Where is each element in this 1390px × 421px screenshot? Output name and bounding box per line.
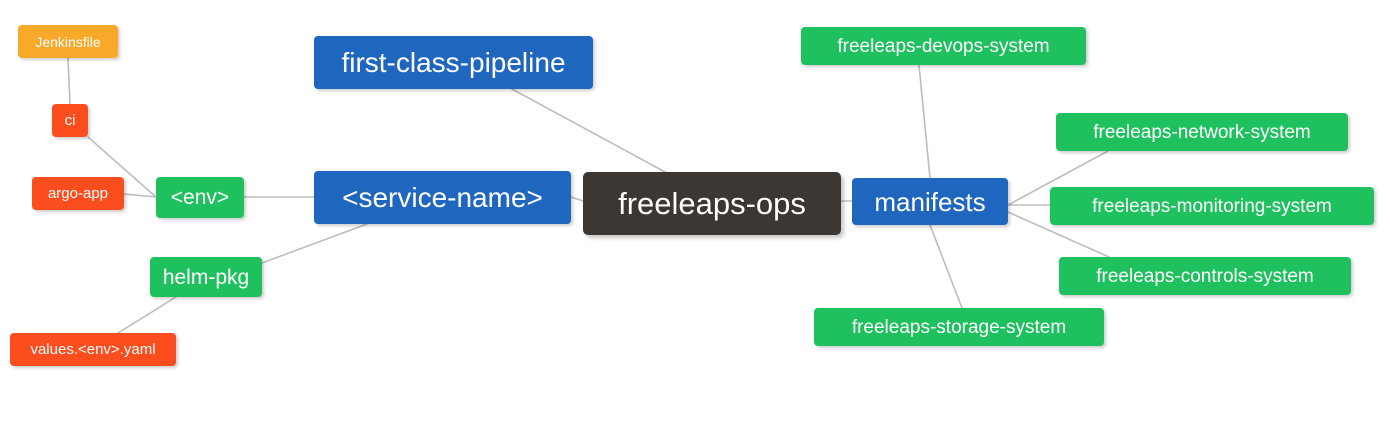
node-freeleaps-ops[interactable]: freeleaps-ops — [583, 172, 841, 235]
node-freeleaps-devops-system[interactable]: freeleaps-devops-system — [801, 27, 1086, 65]
edge-manifests-to-freeleaps-storage-system — [929, 224, 963, 309]
node-label: manifests — [874, 186, 986, 217]
node-manifests[interactable]: manifests — [852, 178, 1008, 225]
node-freeleaps-storage-system[interactable]: freeleaps-storage-system — [814, 308, 1104, 346]
node-helm-pkg[interactable]: helm-pkg — [150, 257, 262, 297]
node-label: freeleaps-ops — [618, 186, 806, 221]
node-label: freeleaps-devops-system — [837, 35, 1050, 57]
node-label: freeleaps-monitoring-system — [1092, 195, 1332, 217]
node-label: freeleaps-controls-system — [1096, 265, 1314, 287]
node-freeleaps-controls-system[interactable]: freeleaps-controls-system — [1059, 257, 1351, 295]
edge-manifests-to-freeleaps-devops-system — [918, 64, 931, 179]
edge-argo-app-to-env — [123, 193, 157, 198]
node-label: <env> — [170, 186, 230, 209]
node-label: Jenkinsfile — [35, 33, 101, 50]
node-service-name[interactable]: <service-name> — [314, 171, 571, 224]
edge-service-name-to-helm-pkg — [261, 223, 368, 264]
edge-helm-pkg-to-values-env-yaml — [117, 296, 177, 334]
node-first-class-pipeline[interactable]: first-class-pipeline — [314, 36, 593, 89]
node-label: freeleaps-storage-system — [851, 316, 1067, 338]
node-label: argo-app — [47, 185, 109, 202]
edge-first-class-pipeline-to-freeleaps-ops — [511, 88, 666, 173]
node-values-env-yaml[interactable]: values.<env>.yaml — [10, 333, 176, 366]
node-freeleaps-network-system[interactable]: freeleaps-network-system — [1056, 113, 1348, 151]
node-label: ci — [64, 112, 76, 129]
node-label: <service-name> — [342, 181, 543, 213]
node-ci[interactable]: ci — [52, 104, 88, 137]
edge-jenkinsfile-to-ci — [67, 57, 71, 105]
node-jenkinsfile[interactable]: Jenkinsfile — [18, 25, 118, 58]
node-label: freeleaps-network-system — [1093, 121, 1311, 143]
edge-service-name-to-freeleaps-ops — [570, 196, 584, 202]
node-label: helm-pkg — [162, 265, 250, 289]
node-argo-app[interactable]: argo-app — [32, 177, 124, 210]
node-env[interactable]: <env> — [156, 177, 244, 218]
node-label: first-class-pipeline — [341, 46, 566, 78]
node-freeleaps-monitoring-system[interactable]: freeleaps-monitoring-system — [1050, 187, 1374, 225]
node-label: values.<env>.yaml — [30, 341, 156, 358]
